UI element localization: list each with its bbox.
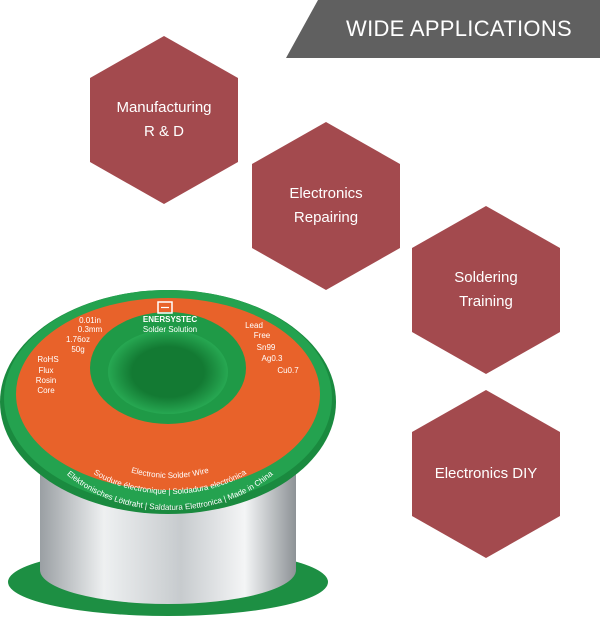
page-title: WIDE APPLICATIONS (346, 16, 572, 41)
application-label: Soldering (454, 269, 518, 286)
spec-lead: Lead (245, 321, 263, 330)
spec-rohs: RoHS (37, 355, 58, 364)
spec-sn: Sn99 (257, 343, 276, 352)
spec-diameter-in: 0.01in (79, 316, 101, 325)
application-hexagon-electronics-repairing: Electronics Repairing (252, 122, 400, 290)
application-hexagon-manufacturing: Manufacturing R & D (90, 36, 238, 204)
application-label: Electronics (289, 185, 363, 202)
application-label: Training (459, 293, 513, 310)
application-label: Manufacturing (116, 99, 212, 116)
brand-tagline: Solder Solution (143, 325, 197, 334)
brand-name: ENERSYSTEC (143, 315, 197, 324)
application-hexagon-electronics-diy: Electronics DIY (412, 390, 560, 558)
application-label: Electronics DIY (434, 465, 538, 482)
header-banner: WIDE APPLICATIONS (0, 0, 600, 58)
solder-spool-image: ENERSYSTEC Solder Solution 0.01in 0.3mm … (0, 270, 340, 618)
spec-cu: Cu0.7 (277, 366, 299, 375)
spec-flux: Flux (38, 366, 53, 375)
spec-weight-g: 50g (71, 345, 84, 354)
spec-core: Core (37, 386, 55, 395)
spec-weight-oz: 1.76oz (66, 335, 90, 344)
spec-diameter-mm: 0.3mm (78, 325, 103, 334)
application-hexagon-soldering-training: Soldering Training (412, 206, 560, 374)
spec-ag: Ag0.3 (262, 354, 283, 363)
spec-free: Free (254, 331, 271, 340)
application-label: R & D (143, 123, 184, 140)
spec-rosin: Rosin (36, 376, 56, 385)
application-label: Repairing (293, 209, 359, 226)
banner-shape (286, 0, 600, 58)
enersystec-logo (157, 301, 173, 314)
